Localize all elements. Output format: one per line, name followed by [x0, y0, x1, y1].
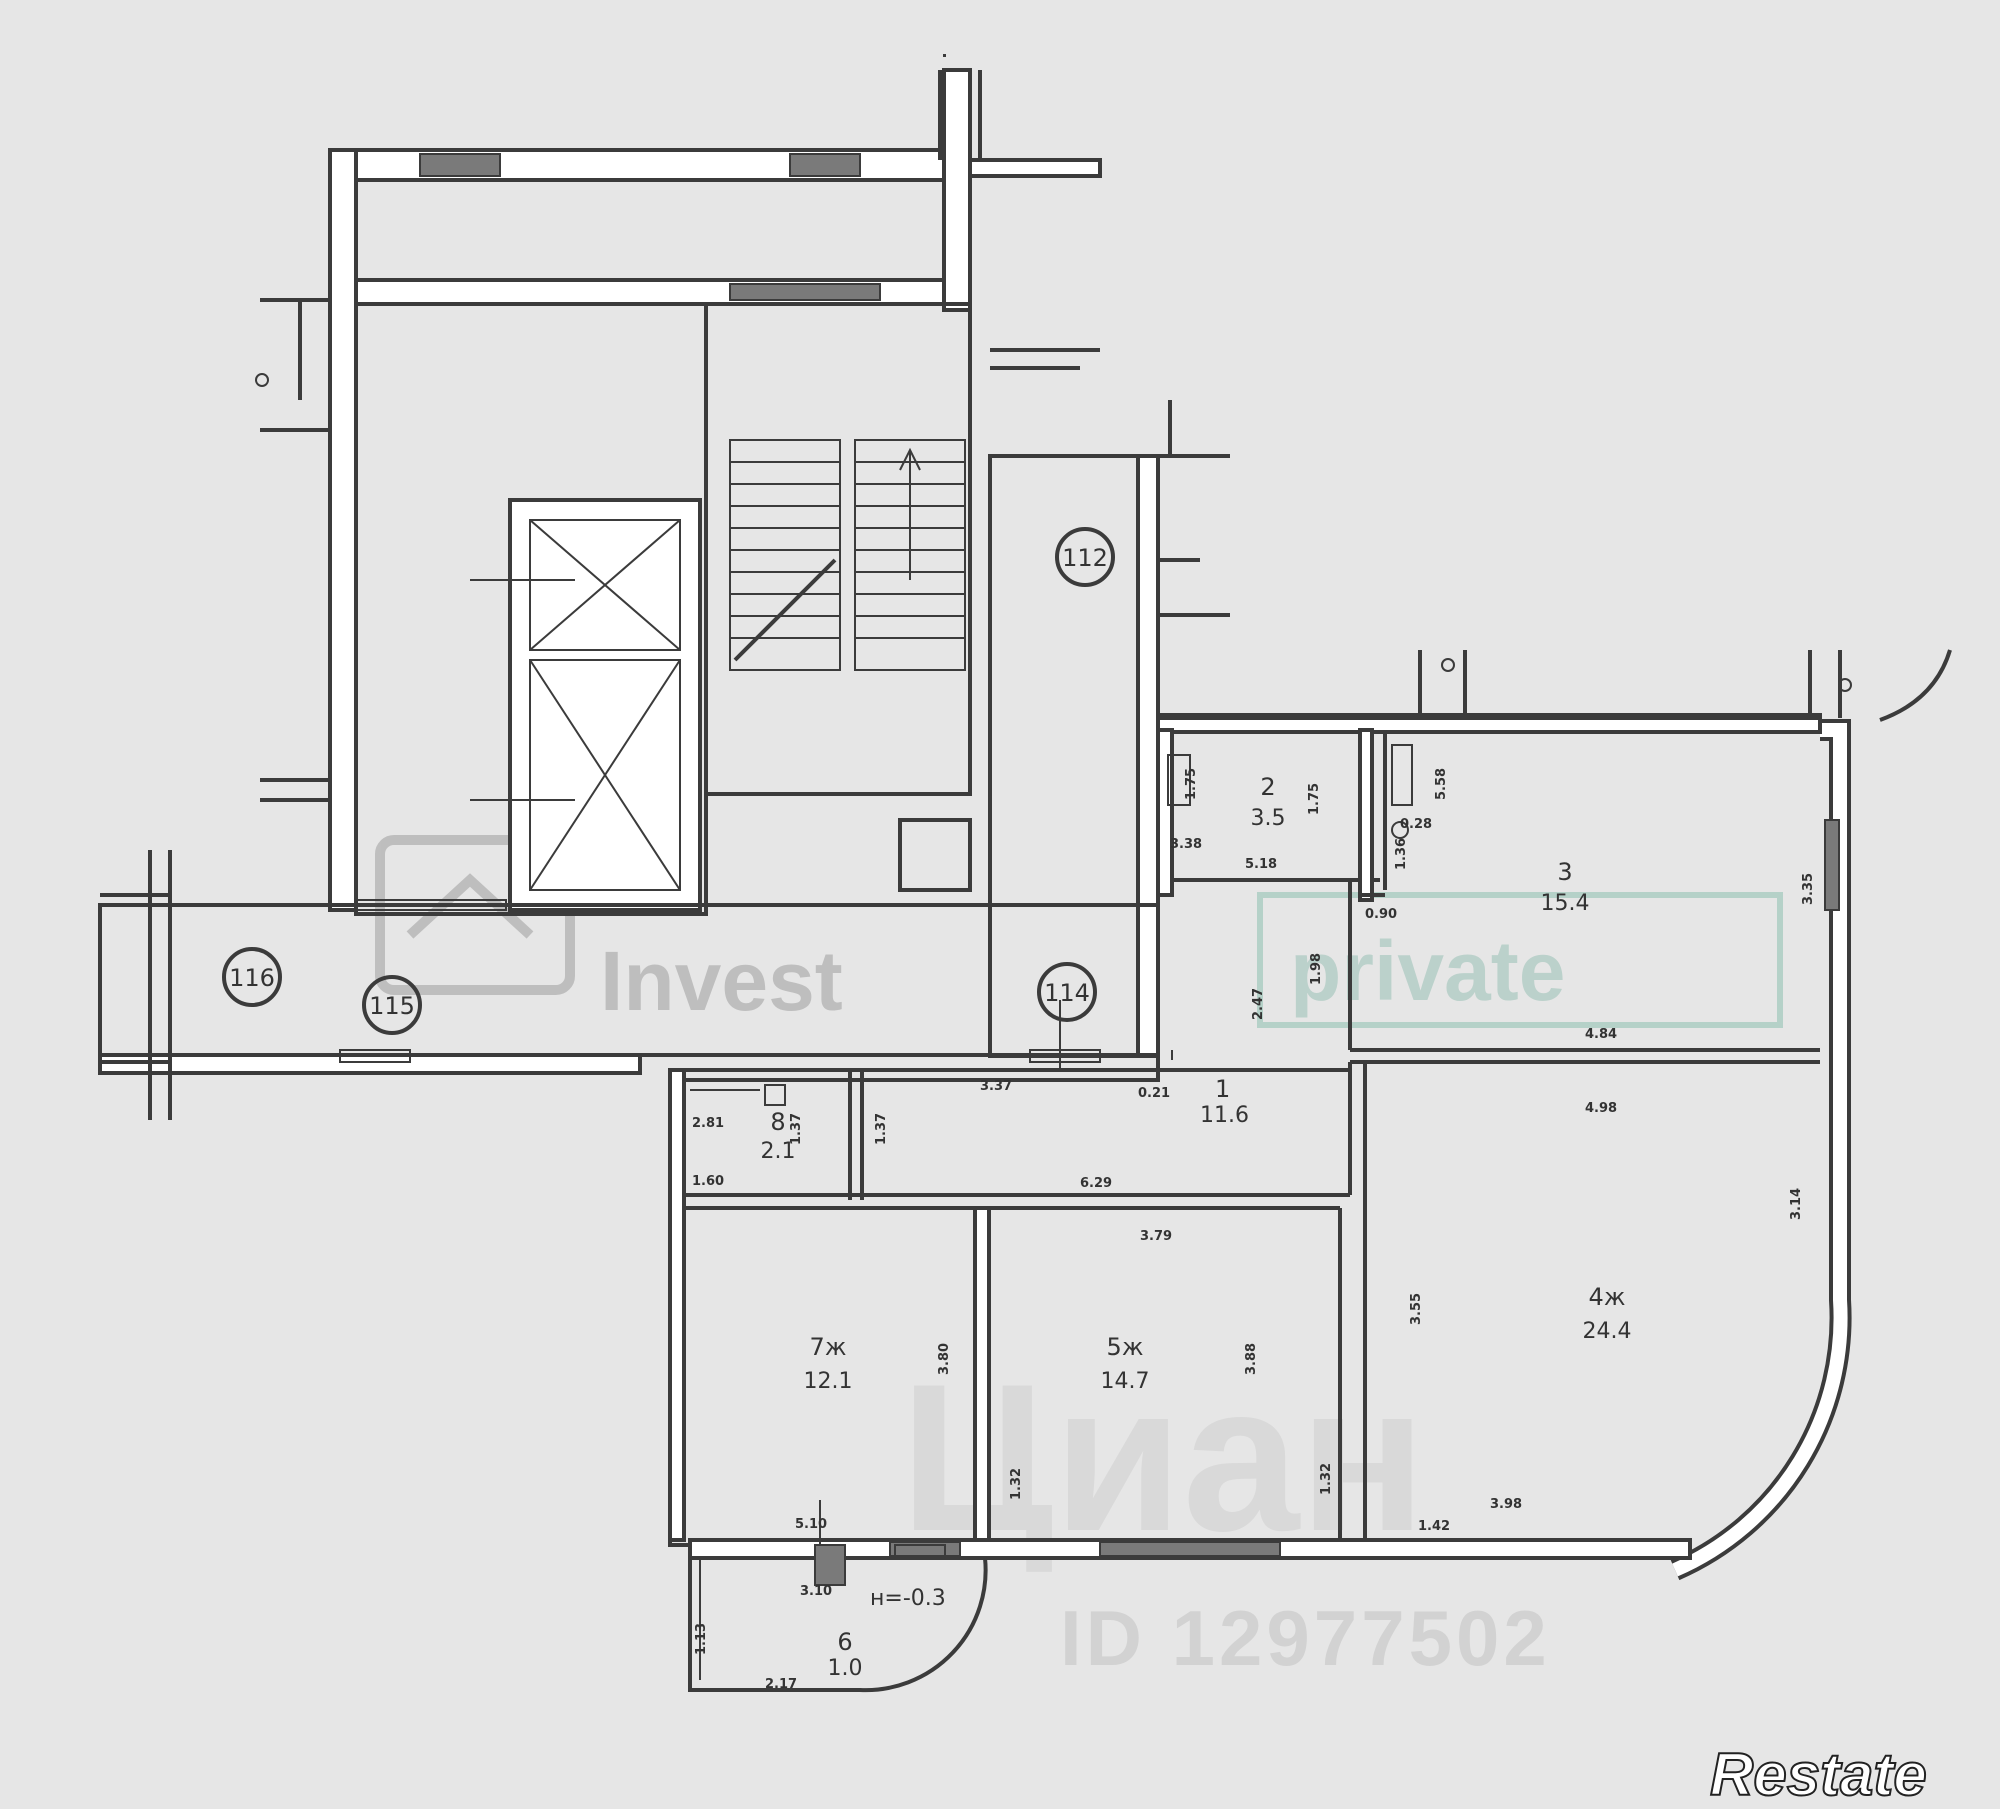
- dimension: 1.37: [789, 1113, 804, 1145]
- room-1-area: 11.6: [1200, 1103, 1249, 1128]
- dimension: 5.58: [1434, 768, 1449, 800]
- room-2-area: 3.5: [1251, 806, 1286, 831]
- dimension: 3.88: [1244, 1343, 1259, 1375]
- watermark-invest: Invest: [600, 934, 843, 1028]
- room-8-area: 2.1: [761, 1139, 796, 1164]
- room-7-area: 12.1: [804, 1369, 853, 1394]
- dimension: 3.14: [1789, 1188, 1804, 1220]
- watermark-listing-id: ID 12977502: [1060, 1594, 1551, 1682]
- dimension: 1.32: [1009, 1468, 1024, 1500]
- room-3-area: 15.4: [1541, 891, 1590, 916]
- dimension: 3.80: [937, 1343, 952, 1375]
- dimension: 1.37: [874, 1113, 889, 1145]
- room-3-number: 3: [1557, 858, 1572, 886]
- balcony-level: н=-0.3: [870, 1586, 946, 1611]
- room-6-number: 6: [837, 1628, 852, 1656]
- axis-label-116: 116: [229, 964, 275, 992]
- dimension: 5.10: [795, 1517, 827, 1532]
- dimension: 3.10: [800, 1584, 832, 1599]
- room-5-number: 5ж: [1107, 1333, 1144, 1361]
- dimension: 4.98: [1585, 1101, 1617, 1116]
- dimension: 1.75: [1184, 768, 1199, 800]
- dimension: 1.13: [694, 1623, 709, 1655]
- restate-logo: Restate: [1709, 1740, 1928, 1809]
- dimension: 2.47: [1251, 988, 1266, 1020]
- room-1-number: 1: [1215, 1075, 1230, 1103]
- apartment: [668, 649, 1952, 1693]
- dimension: 6.29: [1080, 1176, 1112, 1191]
- watermark-private: private: [1290, 924, 1565, 1018]
- dimension: 2.17: [765, 1677, 797, 1692]
- dimension: 4.84: [1585, 1027, 1617, 1042]
- dimension: 3.38: [1170, 837, 1202, 852]
- axis-label-112: 112: [1062, 544, 1108, 572]
- dimension: 3.55: [1409, 1293, 1424, 1325]
- room-labels: 1 11.6 2 3.5 3 15.4 4ж 24.4 5ж 14.7 6 1.…: [761, 773, 1632, 1681]
- dimension: 1.32: [1319, 1463, 1334, 1495]
- dimension: 0.21: [1138, 1086, 1170, 1101]
- dimension: 1.36: [1394, 838, 1409, 870]
- dimension: 5.18: [1245, 857, 1277, 872]
- dimension: 1.98: [1309, 953, 1324, 985]
- dimension: 3.37: [980, 1079, 1012, 1094]
- watermark-private-frame: [1257, 892, 1783, 1028]
- room-4-area: 24.4: [1583, 1319, 1632, 1344]
- dimension: 2.81: [692, 1116, 724, 1131]
- axis-label-115: 115: [369, 992, 415, 1020]
- room-2-number: 2: [1260, 773, 1275, 801]
- room-6-area: 1.0: [828, 1656, 863, 1681]
- room-5-area: 14.7: [1101, 1369, 1150, 1394]
- room-7-number: 7ж: [810, 1333, 847, 1361]
- dimension: 1.42: [1418, 1519, 1450, 1534]
- dimension: 3.35: [1801, 873, 1816, 905]
- axis-markers: 112 116 115 114: [222, 527, 1115, 1035]
- dimension: 3.79: [1140, 1229, 1172, 1244]
- dimension-labels: 3.37 0.21 2.47 1.98 6.29 3.79 1.37 2.81 …: [692, 768, 1816, 1692]
- dimension: 1.75: [1307, 783, 1322, 815]
- dimension: 3.98: [1490, 1497, 1522, 1512]
- dimension: 0.90: [1365, 907, 1397, 922]
- dimension: 1.60: [692, 1174, 724, 1189]
- dimension: 0.28: [1400, 817, 1432, 832]
- restate-wordmark: Restate: [1710, 1741, 1927, 1808]
- room-8-number: 8: [770, 1108, 785, 1136]
- room-4-number: 4ж: [1589, 1283, 1626, 1311]
- axis-label-114: 114: [1044, 979, 1090, 1007]
